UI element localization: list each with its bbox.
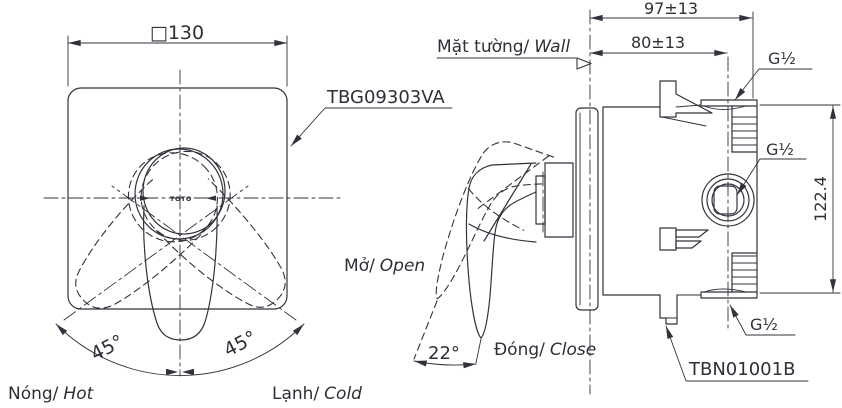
top-port-flange: [700, 99, 758, 107]
model-label-leader: [290, 107, 453, 147]
open-label-vi: Mở/: [344, 256, 375, 276]
wall-pointer-triangle: [576, 57, 592, 70]
lever-axis-left: [63, 185, 249, 321]
dim-depth-wall-label: 80±13: [631, 33, 685, 52]
thread-top-leader: [734, 68, 813, 101]
lever-handle-front: [134, 148, 224, 341]
thread-bottom-label: G½: [750, 315, 778, 334]
cap-tick-left: [140, 195, 150, 201]
hot-label-vi: Nóng/: [8, 384, 59, 404]
dim-122-extensions: [759, 104, 841, 294]
top-flange-curve: [703, 105, 747, 110]
valve-model-label: TBN01001B: [688, 359, 795, 380]
mid-port-middle: [706, 178, 750, 222]
mid-port-broach: [713, 185, 738, 215]
clip-mid-tabs: [675, 229, 709, 249]
body-edge-segments: [675, 104, 702, 296]
mounting-clip-top: [659, 80, 713, 118]
lever-axis-right: [111, 185, 297, 321]
valve-bottom-tab: [659, 294, 678, 325]
handle-hub: [544, 162, 574, 238]
close-label: Đóng/Close: [494, 340, 596, 360]
closed-tip-extension: [475, 338, 482, 364]
close-label-en: Close: [550, 340, 596, 360]
trim-model-label: TBG09303VA: [326, 87, 445, 108]
arc-center-tick-left: [166, 368, 178, 376]
swing-arc-45: [55, 323, 305, 376]
front-view: [43, 35, 453, 377]
thread-top-label: G½: [768, 49, 796, 68]
arc-center-tick-right: [182, 368, 194, 376]
open-tip-extension: [413, 300, 438, 360]
wall-label-vi: Mặt tường/: [437, 37, 530, 57]
cold-label: Lạnh/Cold: [272, 384, 362, 404]
bottom-port-block: [731, 252, 758, 293]
cap-tick-right: [206, 195, 216, 201]
wall-label: Mặt tường/Wall: [437, 37, 570, 57]
thread-mid-label: G½: [766, 140, 794, 159]
valve-body-outline: [602, 106, 661, 296]
lever-rotated-left: [109, 133, 308, 333]
mid-port-outer: [701, 173, 755, 227]
angle-right-label: 45°: [220, 327, 260, 362]
hot-label: Nóng/Hot: [8, 384, 95, 404]
dim-height-label: 122.4: [811, 176, 830, 222]
dim-depth-total-label: 97±13: [644, 0, 698, 18]
thread-bottom-leader: [729, 304, 796, 336]
top-port-threads: [731, 116, 758, 146]
dim-plate-width-label: □130: [150, 22, 204, 44]
open-label-en: Open: [380, 256, 425, 276]
handle-side-closed: [465, 162, 537, 339]
bottom-port-flange: [700, 291, 758, 299]
mid-port-inner: [711, 183, 745, 217]
handle-hub-step: [535, 175, 546, 225]
wall-label-en: Wall: [534, 37, 570, 57]
lever-cap-edge: [142, 147, 226, 235]
escutcheon-plate-front: [67, 87, 288, 310]
escutcheon-plate-side: [575, 107, 599, 311]
cold-label-en: Cold: [324, 384, 362, 404]
open-angle-arc: [413, 360, 477, 369]
hot-label-en: Hot: [63, 384, 94, 404]
bottom-flange-curve: [703, 288, 747, 293]
mounting-clip-mid: [659, 227, 677, 251]
close-label-vi: Đóng/: [494, 340, 545, 360]
valve-model-leader: [665, 325, 809, 382]
lever-rotated-right: [50, 132, 250, 331]
handle-side-open: [422, 130, 555, 320]
side-view: [413, 9, 841, 395]
bottom-port-threads: [731, 255, 758, 285]
clip-top-edge: [661, 116, 707, 127]
open-angle-label: 22°: [428, 343, 460, 364]
cold-label-vi: Lạnh/: [272, 384, 319, 404]
angle-left-label: 45°: [87, 331, 127, 366]
open-label: Mở/Open: [344, 256, 425, 276]
thread-mid-leader: [736, 158, 807, 196]
toto-logo: TOTO: [170, 195, 192, 203]
top-port-block: [731, 105, 758, 293]
